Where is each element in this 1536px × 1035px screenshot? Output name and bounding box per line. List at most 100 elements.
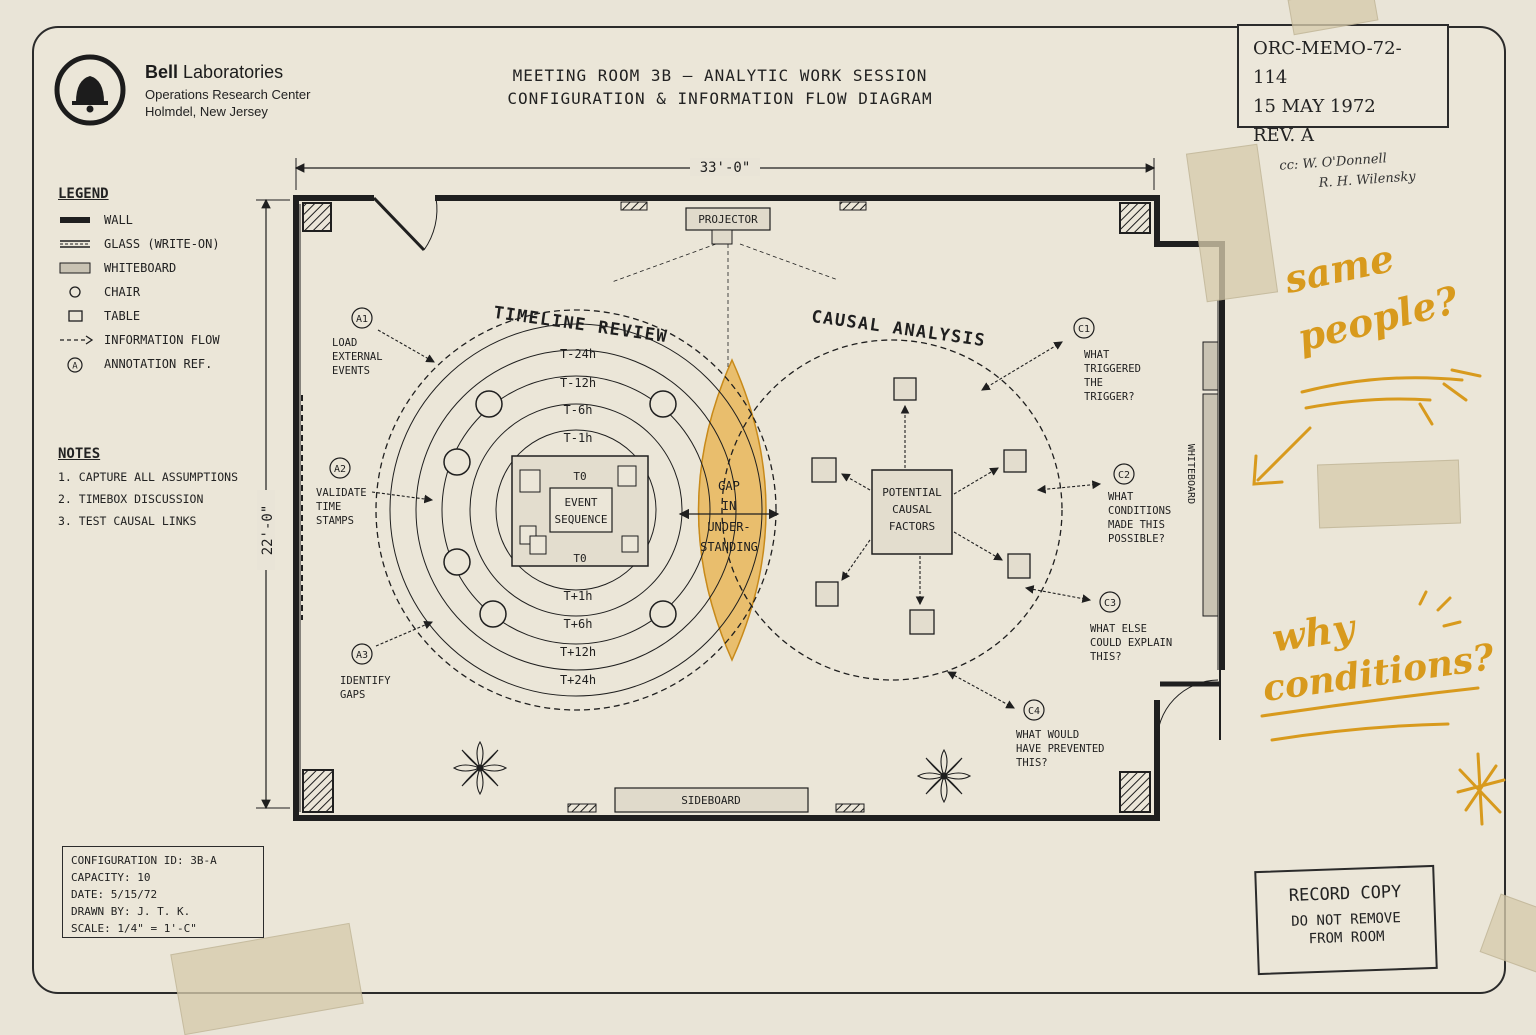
chair: [649, 600, 677, 628]
memo-id: ORC-MEMO-72-114: [1253, 38, 1402, 88]
t0-bottom-label: T0: [573, 552, 586, 565]
sideboard: SIDEBOARD: [614, 787, 809, 813]
event-seq-line1: EVENT: [564, 496, 597, 509]
annotation-refs: [329, 307, 1135, 721]
annotation-line: EXTERNAL: [332, 351, 383, 363]
annotation-line: WHAT: [1108, 491, 1134, 503]
annotation-line: EVENTS: [332, 365, 370, 377]
config-scale: SCALE: 1/4" = 1'-C": [71, 922, 197, 935]
height-dimension: 22'-0": [256, 198, 290, 810]
chairs: [443, 390, 677, 628]
ref-label: C4: [1028, 706, 1040, 717]
annotation-line: TIME: [316, 501, 341, 513]
config-box: CONFIGURATION ID: 3B-A CAPACITY: 10 DATE…: [62, 846, 264, 938]
annotation-ref-labels: A1 A2 A3 C1 C2 C3 C4: [334, 314, 1130, 717]
annotation-line: WHAT: [1084, 349, 1110, 361]
causal-center-line: POTENTIAL: [882, 486, 942, 499]
annotation-line: COULD EXPLAIN: [1090, 637, 1172, 649]
legend-item-glass: GLASS (WRITE-ON): [58, 232, 278, 256]
gap-line: STANDING: [700, 540, 758, 554]
notes-heading: NOTES: [58, 446, 101, 462]
annotation-arrows: [371, 329, 1102, 709]
timeline-title: TIMELINE REVIEW: [492, 303, 669, 347]
whiteboard: WHITEBOARD: [1185, 341, 1219, 617]
annotation-line: THIS?: [1016, 757, 1048, 769]
ref-label: C3: [1104, 598, 1116, 609]
annotation-line: GAPS: [340, 689, 365, 701]
annotation-texts: LOAD EXTERNAL EVENTS VALIDATE TIME STAMP…: [316, 337, 1172, 769]
config-date: DATE: 5/15/72: [71, 888, 158, 901]
causal-center-line: FACTORS: [889, 520, 935, 533]
event-seq-line2: SEQUENCE: [555, 513, 608, 526]
record-line3: FROM ROOM: [1308, 928, 1385, 948]
gap-line: UNDER-: [707, 520, 750, 534]
chair: [443, 548, 471, 576]
chair: [475, 390, 503, 418]
factor-box: [1003, 449, 1027, 473]
factor-box: [815, 581, 839, 607]
chair: [649, 390, 677, 418]
whiteboard-label: WHITEBOARD: [1185, 444, 1196, 504]
note-item: 1. CAPTURE ALL ASSUMPTIONS: [58, 470, 239, 484]
memo-rev: REV. A: [1253, 125, 1314, 146]
notes: NOTES 1. CAPTURE ALL ASSUMPTIONS 2. TIME…: [58, 446, 278, 532]
chair-symbol-icon: [58, 285, 98, 299]
title-line1: MEETING ROOM 3B — ANALYTIC WORK SESSION: [512, 66, 928, 85]
legend-item-table: TABLE: [58, 304, 278, 328]
annotation-line: TRIGGERED: [1084, 363, 1141, 375]
legend-item-wall: WALL: [58, 208, 278, 232]
org-name-bold: Bell: [145, 62, 179, 82]
annotation-line: MADE THIS: [1108, 519, 1165, 531]
legend-item-whiteboard: WHITEBOARD: [58, 256, 278, 280]
projector-label: PROJECTOR: [698, 213, 758, 226]
memo-date: 15 MAY 1972: [1253, 96, 1376, 117]
legend-label: CHAIR: [104, 285, 141, 299]
config-drawn: DRAWN BY: J. T. K.: [71, 905, 191, 918]
annotation-line: THE: [1084, 377, 1103, 389]
ref-label: C1: [1078, 324, 1090, 335]
record-copy-stamp: RECORD COPY DO NOT REMOVE FROM ROOM: [1254, 864, 1438, 976]
ring-label: T-24h: [560, 347, 596, 361]
plant-icon: [452, 740, 508, 796]
note-item: 3. TEST CAUSAL LINKS: [58, 514, 197, 528]
annotation-line: IDENTIFY: [340, 675, 391, 687]
svg-text:A: A: [72, 362, 78, 372]
org-sub1: Operations Research Center: [145, 87, 311, 102]
table-symbol-icon: [58, 309, 98, 323]
note-item: 2. TIMEBOX DISCUSSION: [58, 492, 204, 506]
document-title: MEETING ROOM 3B — ANALYTIC WORK SESSION …: [440, 64, 1000, 110]
config-capacity: CAPACITY: 10: [71, 871, 151, 884]
ref-label: C2: [1118, 470, 1130, 481]
ref-label: A1: [356, 314, 368, 325]
ref-label: A2: [334, 464, 346, 475]
causal-center-line: CAUSAL: [892, 503, 932, 516]
gap-text: GAP IN UNDER- STANDING: [700, 479, 758, 554]
sideboard-label: SIDEBOARD: [681, 794, 741, 807]
event-table: T0 T0 EVENT SEQUENCE: [511, 455, 649, 567]
annotation-line: CONDITIONS: [1108, 505, 1171, 517]
annotation-line: WHAT WOULD: [1016, 729, 1079, 741]
ref-a2-icon: [329, 457, 351, 479]
ref-a1-icon: [351, 307, 373, 329]
org-name-rest: Laboratories: [183, 62, 284, 82]
annotation-line: LOAD: [332, 337, 357, 349]
factor-box: [909, 609, 935, 635]
ref-c2-icon: [1113, 463, 1135, 485]
glass-symbol-icon: [58, 237, 98, 251]
org-name: Bell Laboratories: [145, 62, 283, 83]
annotation-line: TRIGGER?: [1084, 391, 1135, 403]
t0-top-label: T0: [573, 470, 586, 483]
org-sub2: Holmdel, New Jersey: [145, 104, 268, 119]
factor-box: [893, 377, 917, 401]
org-subtitle: Operations Research Center Holmdel, New …: [145, 86, 310, 120]
ref-a3-icon: [351, 643, 373, 665]
room-walls: [293, 195, 1225, 821]
legend-label: GLASS (WRITE-ON): [104, 237, 220, 251]
ring-labels: T-24h T-12h T-6h T-1h T+1h T+6h T+12h T+…: [560, 347, 596, 687]
gap-line: IN: [722, 499, 736, 513]
causal-factors: POTENTIAL CAUSAL FACTORS: [811, 377, 1031, 635]
ring-label: T-1h: [564, 431, 593, 445]
legend-item-flow: INFORMATION FLOW: [58, 328, 278, 352]
annotation-line: WHAT ELSE: [1090, 623, 1147, 635]
